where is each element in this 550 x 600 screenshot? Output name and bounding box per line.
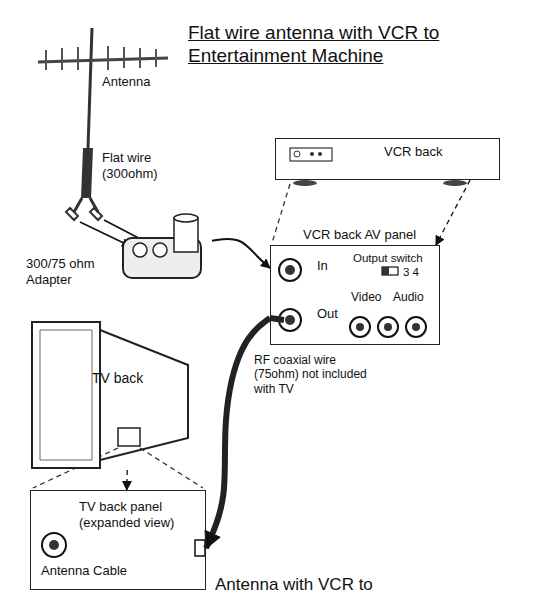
node-text: VCR back: [384, 144, 443, 160]
part-label: Antenna: [102, 74, 150, 90]
antenna-boom: [38, 58, 168, 62]
coax-stub: [270, 318, 284, 320]
flat-wire-fork: [74, 198, 98, 212]
tv-front: [32, 322, 100, 468]
antenna-jack: [42, 533, 66, 557]
part-label: Antenna with VCR to: [215, 575, 373, 595]
lug-arrow: [80, 222, 130, 246]
tv-bezel: [40, 330, 92, 460]
adapter-outline: [120, 212, 212, 284]
output-switch: [382, 267, 398, 275]
expansion-arrow: [126, 470, 128, 490]
rca-jack: [384, 323, 392, 331]
node-text: Antenna Cable: [41, 563, 151, 579]
rca-jack: [406, 317, 426, 337]
rca-jack: [356, 323, 364, 331]
cable-label: RF coaxial wire (75ohm) not included wit…: [252, 352, 374, 397]
node-text: 3 4: [403, 266, 419, 280]
flat-wire: [81, 148, 93, 198]
in-jack: [279, 259, 301, 281]
antenna-mast: [88, 28, 92, 148]
antenna-jack: [49, 540, 59, 550]
vcr-detail: [294, 151, 300, 157]
vcr-detail: [318, 152, 322, 156]
tv-back-panel: TV back panel (expanded view) Antenna Cab…: [30, 490, 206, 590]
tv-outline: [30, 320, 192, 470]
antenna-element: [107, 46, 109, 70]
adapter-screw: [133, 243, 147, 257]
rca-jack: [350, 317, 370, 337]
node-text: TV back panel (expanded view): [79, 499, 199, 530]
vcr-foot: [293, 180, 317, 186]
adapter-box: 300/75 ohm Adapter: [120, 212, 212, 284]
node-heading: VCR back AV panel: [303, 227, 453, 243]
tv-cabinet: [100, 330, 188, 460]
node-text: Audio: [393, 290, 424, 304]
vcr-detail: [310, 152, 314, 156]
f-connector: [195, 540, 205, 556]
adapter-f-connector: [174, 214, 198, 222]
tv-back: TV back: [30, 320, 192, 470]
vcr-detail: [290, 148, 332, 161]
expansion-line: [272, 184, 290, 243]
adapter-screw: [153, 243, 167, 257]
node-text: Video: [351, 290, 381, 304]
antenna-element: [139, 48, 141, 68]
output-switch: [382, 267, 389, 275]
node-text: TV back: [92, 370, 143, 387]
av-panel: VCR back AV panelInOutput switch3 4OutVi…: [270, 245, 440, 345]
antenna-element: [61, 48, 63, 70]
vcr-back-box: VCR back: [275, 138, 500, 180]
expansion-line: [140, 448, 203, 488]
title: Flat wire antenna with VCR to Entertainm…: [188, 22, 458, 68]
part-label: Flat wire (300ohm): [102, 150, 174, 181]
antenna-element: [77, 47, 79, 70]
adapter-f-connector: [174, 218, 198, 252]
in-jack: [285, 265, 295, 275]
expansion-arrow: [436, 180, 470, 245]
rca-jack: [378, 317, 398, 337]
vcr-foot: [443, 180, 467, 186]
tv-jack-area: [118, 428, 140, 446]
antenna-element: [45, 50, 47, 70]
out-jack: [285, 315, 295, 325]
antenna-element: [155, 49, 157, 67]
antenna-element: [123, 47, 125, 68]
rca-jack: [412, 323, 420, 331]
node-text: Output switch: [353, 252, 423, 266]
node-text: In: [317, 258, 328, 274]
spade-lug: [66, 208, 102, 220]
node-text: Out: [317, 306, 338, 322]
node-heading: 300/75 ohm Adapter: [26, 256, 114, 287]
wire-arrow: [212, 239, 270, 268]
antenna-elements: [46, 46, 156, 70]
